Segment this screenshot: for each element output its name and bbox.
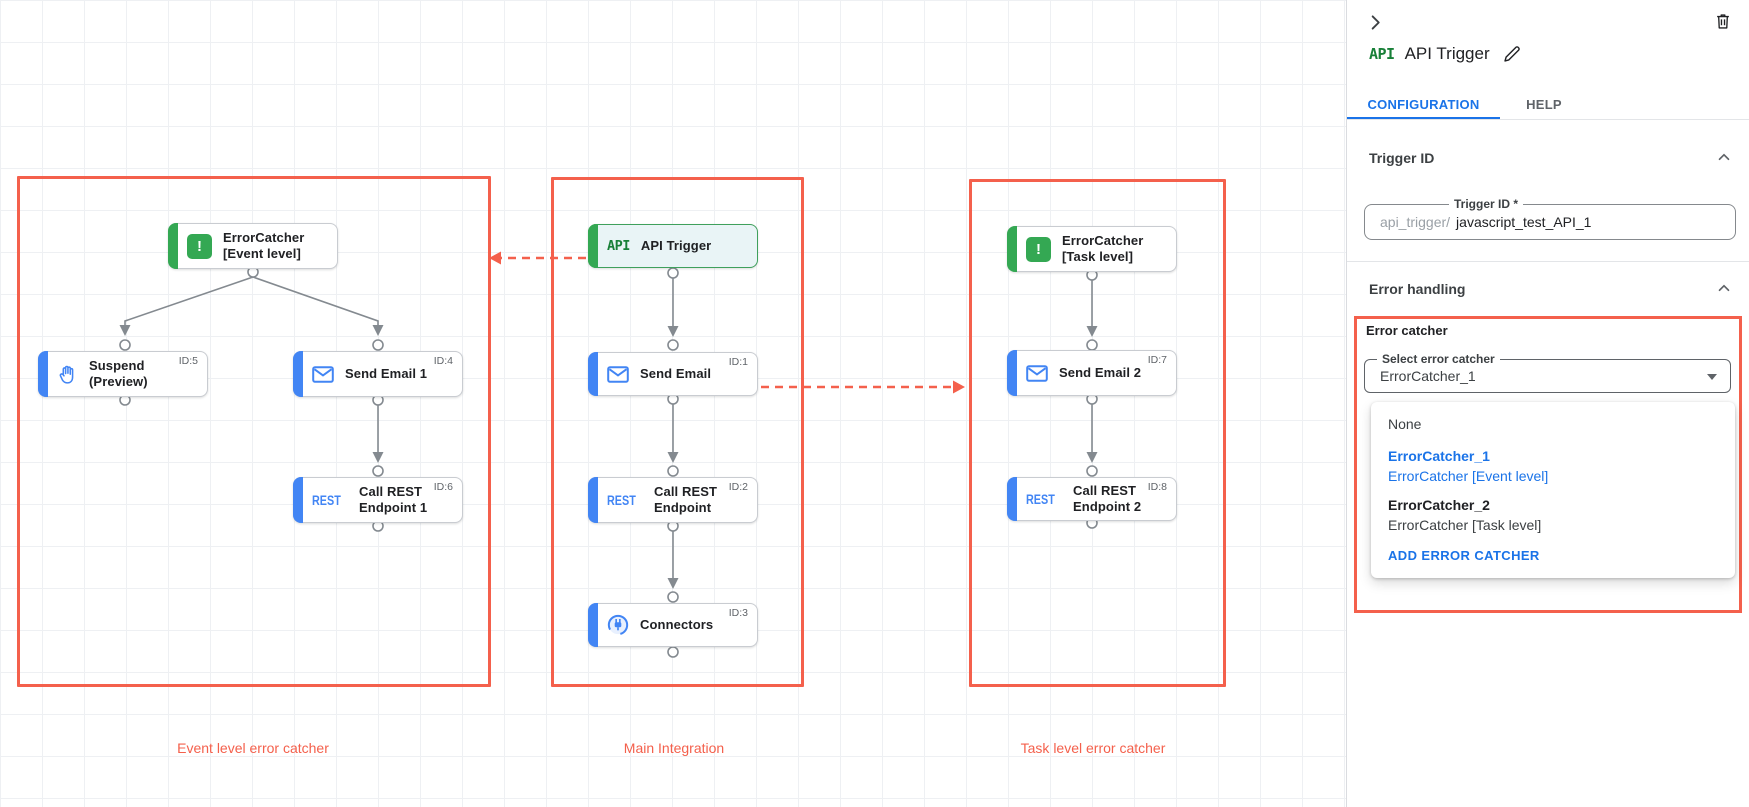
panel-header: API API Trigger xyxy=(1369,42,1524,66)
node-suspend[interactable]: Suspend(Preview) ID:5 xyxy=(38,351,208,397)
trigger-id-input[interactable]: Trigger ID * api_trigger/ javascript_tes… xyxy=(1364,197,1736,240)
task-id-badge: ID:4 xyxy=(433,355,453,367)
connector-icon xyxy=(607,614,629,636)
collapse-trigger-id-icon[interactable] xyxy=(1715,148,1735,168)
error-catcher-annotation-outline xyxy=(1354,316,1742,613)
node-send-email-1[interactable]: Send Email 1 ID:4 xyxy=(293,351,463,397)
task-id-badge: ID:2 xyxy=(728,481,748,493)
delete-trigger-button[interactable] xyxy=(1711,9,1735,33)
node-accent xyxy=(588,603,598,647)
node-accent xyxy=(1007,226,1017,272)
task-id-badge: ID:1 xyxy=(728,356,748,368)
email-icon xyxy=(1026,364,1048,382)
node-error-catcher-event[interactable]: ErrorCatcher[Event level] xyxy=(168,223,338,269)
add-error-catcher-button[interactable]: ADD ERROR CATCHER xyxy=(1388,548,1540,563)
caption-main-integration: Main Integration xyxy=(623,740,725,756)
select-error-catcher-dropdown[interactable]: Select error catcher ErrorCatcher_1 xyxy=(1364,352,1731,393)
node-label: Send Email 2 xyxy=(1059,365,1142,381)
rest-icon: REST xyxy=(312,492,341,508)
node-api-trigger[interactable]: API API Trigger xyxy=(588,224,758,268)
email-icon xyxy=(607,365,629,383)
error-catcher-label: Error catcher xyxy=(1366,323,1448,338)
event-level-group-outline xyxy=(17,176,491,687)
menu-item-errorcatcher-2[interactable]: ErrorCatcher_2 ErrorCatcher [Task level] xyxy=(1371,495,1735,535)
panel-title: API Trigger xyxy=(1404,44,1490,63)
node-accent xyxy=(588,352,598,396)
trigger-id-prefix: api_trigger/ xyxy=(1380,214,1451,230)
trigger-id-section-heading: Trigger ID xyxy=(1369,150,1435,166)
node-label: ErrorCatcher[Event level] xyxy=(223,230,305,261)
collapse-error-handling-icon[interactable] xyxy=(1715,279,1735,299)
menu-item-errorcatcher-1[interactable]: ErrorCatcher_1 ErrorCatcher [Event level… xyxy=(1371,446,1735,486)
active-tab-underline xyxy=(1347,117,1500,120)
integration-canvas[interactable]: ErrorCatcher[Event level] Suspend(Previe… xyxy=(0,0,1346,807)
task-id-badge: ID:6 xyxy=(433,481,453,493)
trigger-id-value: javascript_test_API_1 xyxy=(1456,214,1592,230)
menu-item-title: ErrorCatcher_2 xyxy=(1388,497,1490,513)
node-connectors[interactable]: Connectors ID:3 xyxy=(588,603,758,647)
email-icon xyxy=(312,365,334,383)
menu-item-subtitle: ErrorCatcher [Event level] xyxy=(1388,468,1549,484)
api-icon: API xyxy=(607,238,630,254)
node-label: Connectors xyxy=(640,617,714,633)
node-send-email[interactable]: Send Email ID:1 xyxy=(588,352,758,396)
tabs-divider xyxy=(1347,119,1749,120)
error-handling-section-heading: Error handling xyxy=(1369,281,1466,297)
node-accent xyxy=(38,351,48,397)
rest-icon: REST xyxy=(1026,491,1055,507)
task-level-group-outline xyxy=(969,179,1226,687)
node-accent xyxy=(293,477,303,523)
node-label: Suspend(Preview) xyxy=(89,358,148,389)
tab-help[interactable]: HELP xyxy=(1526,96,1562,112)
error-catcher-menu: None ErrorCatcher_1 ErrorCatcher [Event … xyxy=(1371,402,1735,578)
hand-icon xyxy=(57,364,78,385)
error-catcher-icon xyxy=(1026,236,1051,262)
task-id-badge: ID:3 xyxy=(728,607,748,619)
node-label: Send Email xyxy=(640,366,712,382)
menu-item-subtitle: ErrorCatcher [Task level] xyxy=(1388,517,1542,533)
edit-name-icon[interactable] xyxy=(1500,42,1524,66)
node-error-catcher-task[interactable]: ErrorCatcher[Task level] xyxy=(1007,226,1177,272)
node-send-email-2[interactable]: Send Email 2 ID:7 xyxy=(1007,350,1177,396)
tab-configuration[interactable]: CONFIGURATION xyxy=(1367,96,1480,112)
rest-icon: REST xyxy=(607,492,636,508)
api-trigger-icon: API xyxy=(1369,45,1395,63)
caption-event-level: Event level error catcher xyxy=(177,740,329,756)
caption-task-level: Task level error catcher xyxy=(1020,740,1166,756)
trigger-id-input-label: Trigger ID * xyxy=(1449,197,1524,211)
node-accent xyxy=(588,477,598,523)
menu-item-title: ErrorCatcher_1 xyxy=(1388,448,1490,464)
select-value: ErrorCatcher_1 xyxy=(1380,368,1476,384)
node-accent xyxy=(168,223,178,269)
node-accent xyxy=(1007,477,1017,521)
error-catcher-icon xyxy=(187,233,212,259)
collapse-panel-button[interactable] xyxy=(1363,10,1387,34)
dropdown-caret-icon xyxy=(1707,374,1717,380)
node-label: API Trigger xyxy=(640,238,712,254)
node-accent xyxy=(293,351,303,397)
node-label: Send Email 1 xyxy=(345,366,428,382)
config-panel: API API Trigger CONFIGURATION HELP Trigg… xyxy=(1346,0,1749,807)
menu-item-none[interactable]: None xyxy=(1388,416,1422,432)
select-error-catcher-label: Select error catcher xyxy=(1377,352,1500,366)
node-label: ErrorCatcher[Task level] xyxy=(1062,233,1144,264)
node-accent xyxy=(1007,350,1017,396)
task-id-badge: ID:8 xyxy=(1147,481,1167,493)
node-accent xyxy=(588,224,598,268)
trigger-id-input-content: api_trigger/ javascript_test_API_1 xyxy=(1365,205,1735,239)
section-divider xyxy=(1347,261,1749,262)
main-integration-group-outline xyxy=(551,177,804,687)
task-id-badge: ID:5 xyxy=(178,355,198,367)
task-id-badge: ID:7 xyxy=(1147,354,1167,366)
